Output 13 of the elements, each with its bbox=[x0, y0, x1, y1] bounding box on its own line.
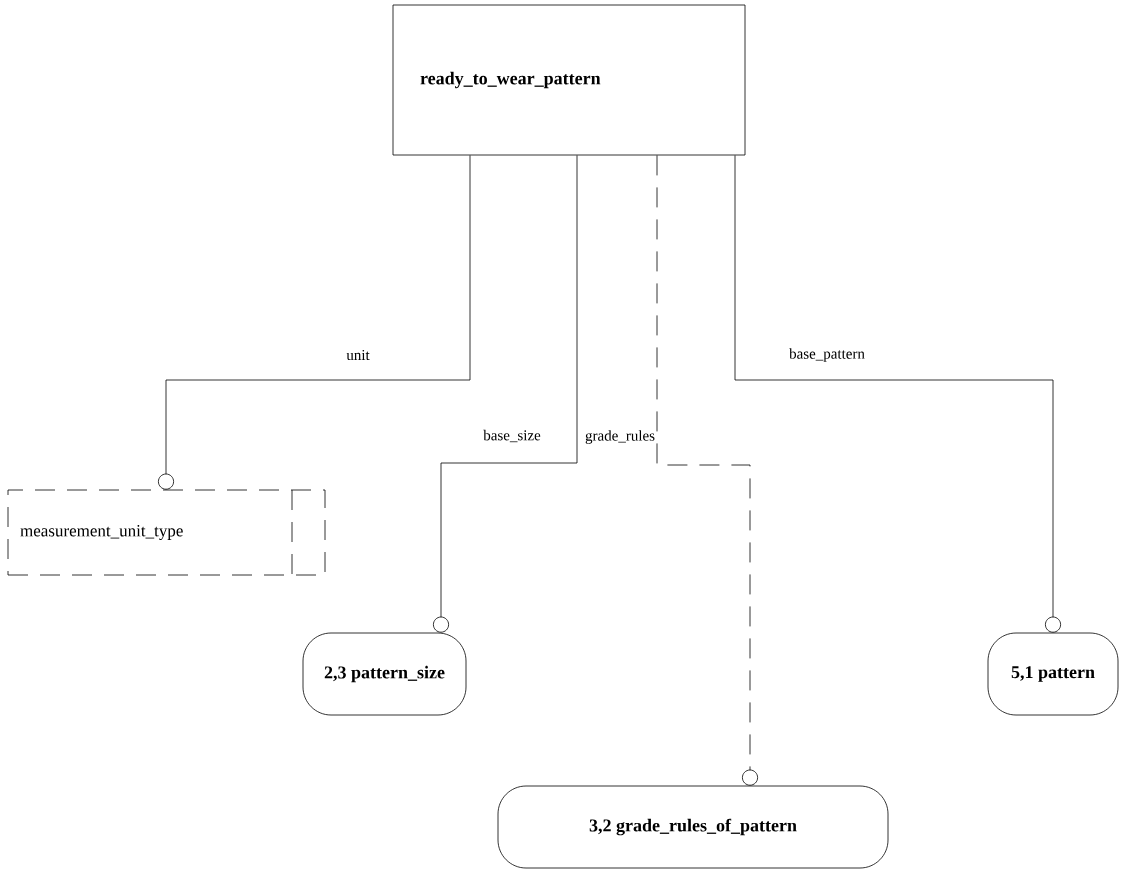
connector bbox=[158, 155, 471, 490]
type-box: measurement_unit_type bbox=[7, 489, 326, 576]
edge-label: unit bbox=[345, 348, 371, 362]
edge-label: base_pattern bbox=[788, 347, 866, 363]
reference-box: 3,2 grade_rules_of_pattern bbox=[497, 785, 889, 869]
reference-box: 5,1 pattern bbox=[987, 632, 1119, 716]
connector bbox=[734, 155, 1061, 633]
entity-box: ready_to_wear_pattern bbox=[392, 4, 746, 156]
edge-label: base_size bbox=[482, 428, 542, 444]
reference-box: 2,3 pattern_size bbox=[302, 632, 467, 716]
edge-label: grade_rules bbox=[584, 429, 656, 445]
connector bbox=[656, 155, 758, 786]
connector bbox=[433, 155, 578, 633]
